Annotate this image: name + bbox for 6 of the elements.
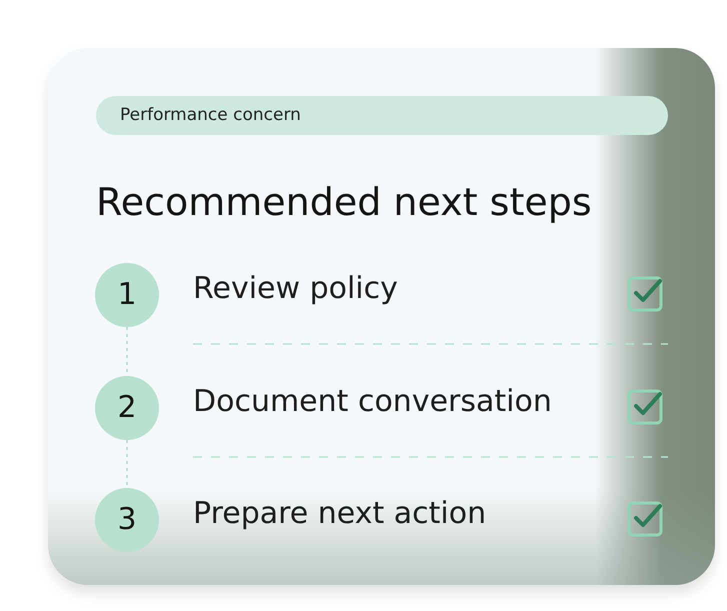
heading: Recommended next steps [96,180,592,224]
connector-line [126,440,128,488]
step-label: Document conversation [193,384,552,419]
step-label: Review policy [193,271,398,306]
category-tag: Performance concern [96,96,668,135]
step-label: Prepare next action [193,496,486,531]
